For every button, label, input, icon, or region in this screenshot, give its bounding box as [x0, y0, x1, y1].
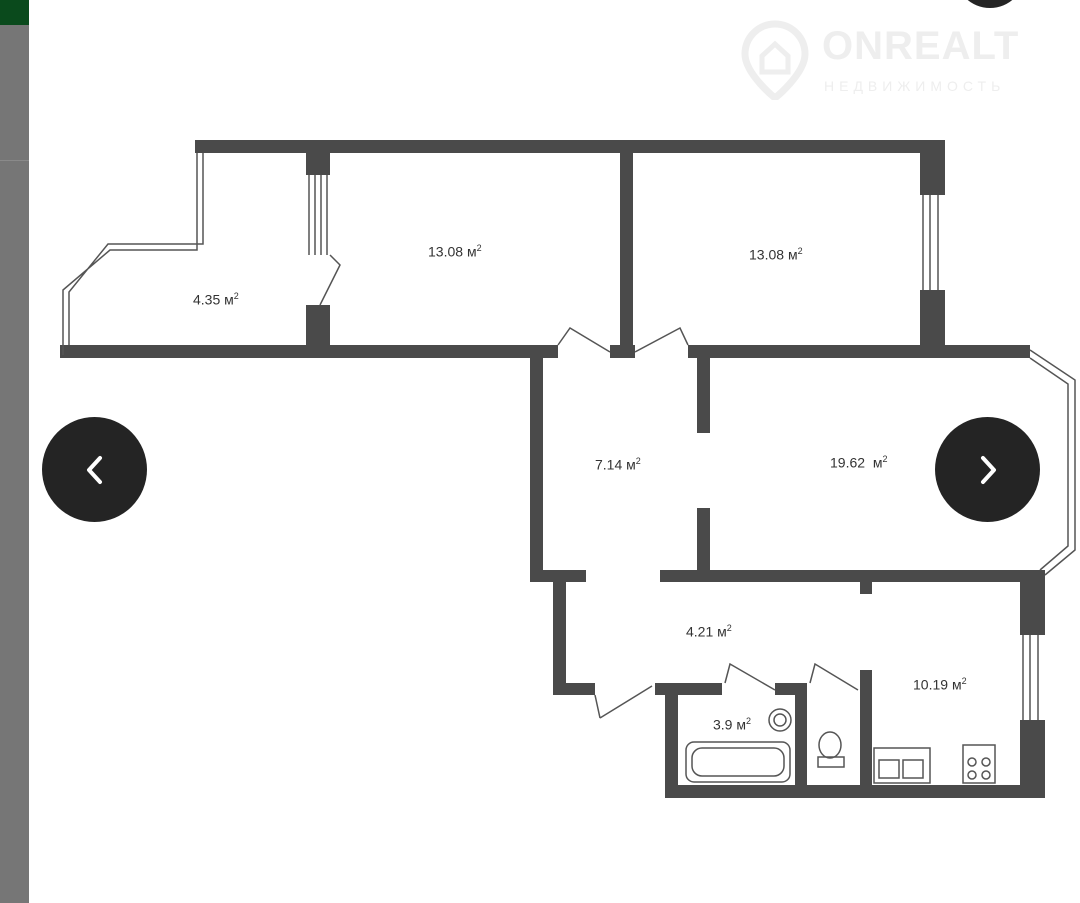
- room-area-bedroom-1: 13.08 м2: [428, 243, 482, 260]
- windows-and-doors: [62, 153, 1076, 784]
- room-area-living: 19.62 м2: [830, 454, 888, 471]
- chevron-right-icon: [980, 455, 996, 484]
- next-image-button[interactable]: [935, 417, 1040, 522]
- walls: [60, 140, 1045, 798]
- room-area-bathroom: 3.9 м2: [713, 716, 751, 733]
- left-panel: [0, 0, 29, 903]
- close-button[interactable]: [955, 0, 1025, 8]
- room-area-corridor: 4.21 м2: [686, 623, 732, 640]
- previous-image-button[interactable]: [42, 417, 147, 522]
- room-area-hall: 7.14 м2: [595, 456, 641, 473]
- watermark-subtitle: НЕДВИЖИМОСТЬ: [824, 78, 1006, 94]
- location-pin-icon: [741, 20, 809, 100]
- left-panel-divider: [0, 160, 29, 161]
- room-area-balcony: 4.35 м2: [193, 291, 239, 308]
- left-panel-accent: [0, 0, 29, 25]
- room-area-bedroom-2: 13.08 м2: [749, 246, 803, 263]
- room-area-kitchen: 10.19 м2: [913, 676, 967, 693]
- watermark-brand: ONREALT: [822, 24, 1020, 68]
- watermark-logo: ONREALT НЕДВИЖИМОСТЬ: [740, 20, 1060, 110]
- chevron-left-icon: [86, 455, 102, 484]
